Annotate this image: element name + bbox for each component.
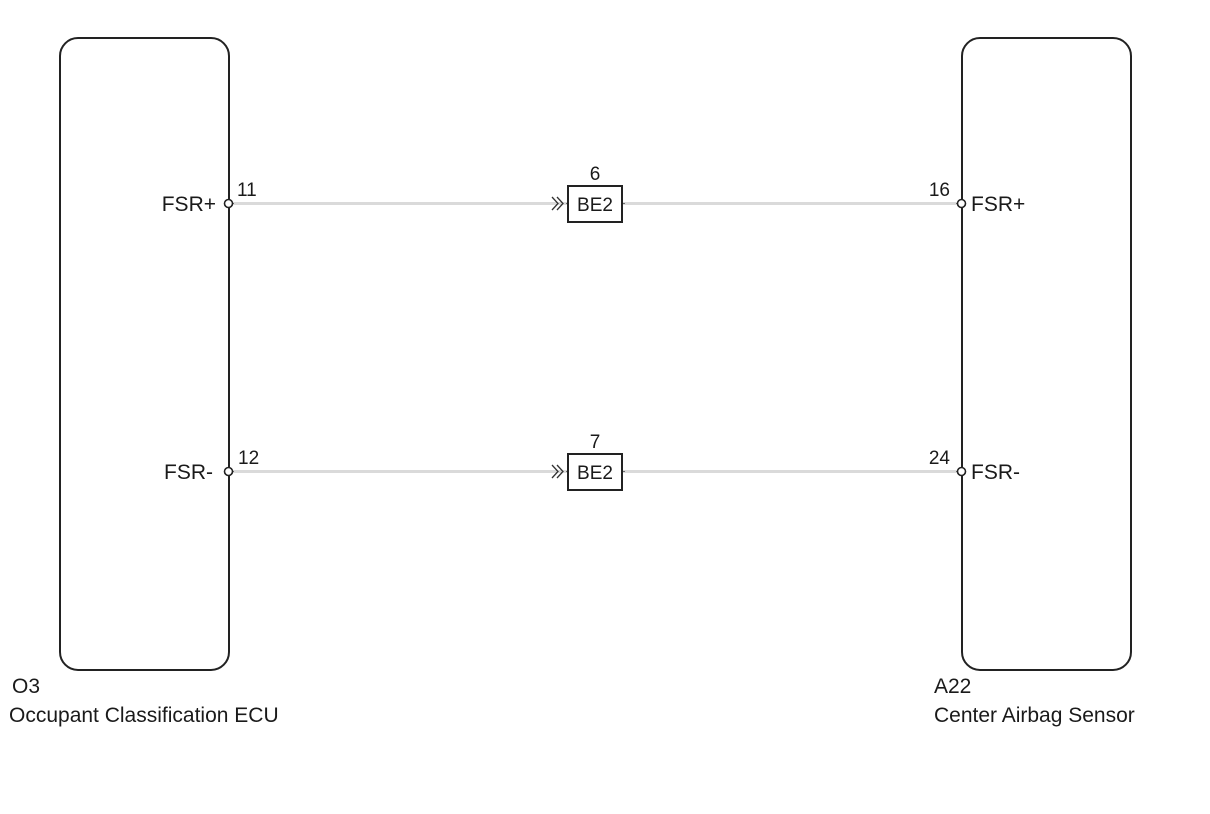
junction-connector-box — [567, 453, 623, 491]
component-name: Occupant Classification ECU — [9, 704, 279, 727]
component-code: A22 — [934, 675, 971, 698]
connector-chevron-icon — [551, 196, 564, 211]
connector-chevron-icon — [551, 464, 564, 479]
component-a22-body — [961, 37, 1132, 671]
junction-connector-name: BE2 — [577, 195, 613, 216]
junction-connector-name: BE2 — [577, 463, 613, 484]
a22-pin-number: 16 — [929, 180, 950, 201]
component-code: O3 — [12, 675, 40, 698]
terminal-a22-24 — [956, 466, 967, 477]
o3-signal-label: FSR- — [164, 461, 213, 484]
o3-pin-number: 12 — [238, 448, 259, 469]
terminal-a22-16 — [956, 198, 967, 209]
o3-pin-number: 11 — [237, 180, 257, 201]
a22-signal-label: FSR- — [971, 461, 1020, 484]
a22-pin-number: 24 — [929, 448, 951, 469]
junction-pin-number: 6 — [590, 164, 601, 185]
component-o3-body — [59, 37, 230, 671]
terminal-o3-11 — [223, 198, 234, 209]
o3-signal-label: FSR+ — [162, 193, 216, 216]
a22-signal-label: FSR+ — [971, 193, 1025, 216]
terminal-o3-12 — [223, 466, 234, 477]
junction-pin-number: 7 — [590, 432, 601, 453]
component-name: Center Airbag Sensor — [934, 704, 1135, 727]
junction-connector-box — [567, 185, 623, 223]
